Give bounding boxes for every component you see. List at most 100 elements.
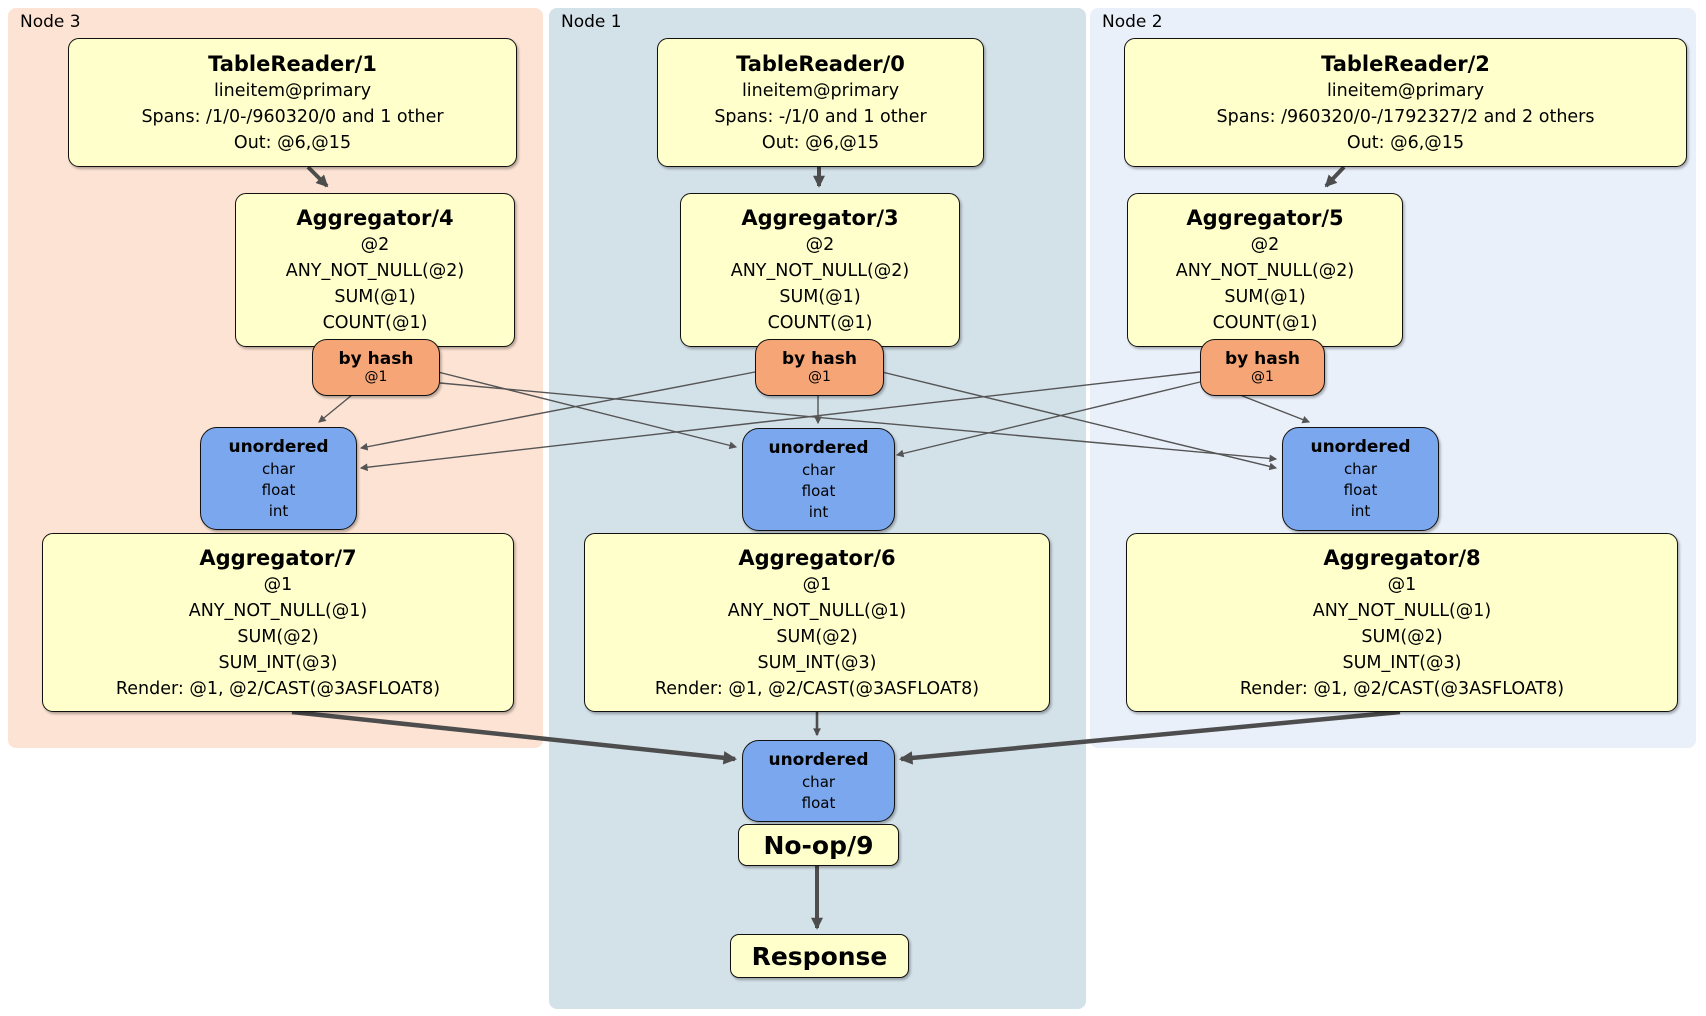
box-line: lineitem@primary [741, 80, 900, 101]
unordered-sync-node1: unordered char float int [742, 428, 895, 531]
by-hash-router-node3: by hash @1 [312, 339, 440, 396]
tablereader-1-box: TableReader/1 lineitem@primary Spans: /1… [68, 38, 517, 167]
router-stream: @1 [364, 369, 388, 385]
sync-column: char [1343, 460, 1378, 478]
router-label: by hash [1225, 349, 1300, 369]
box-line: @1 [263, 574, 293, 595]
unordered-sync-node2: unordered char float int [1282, 427, 1439, 531]
edge-hash1router-sync-node3 [359, 371, 756, 451]
box-line: lineitem@primary [1326, 80, 1485, 101]
edge-hash2router-sync-node1 [895, 381, 1201, 458]
edge-hash2router-sync-node2 [1239, 394, 1311, 424]
edge-aggregator7-final-sync [291, 709, 738, 765]
sync-column: float [261, 480, 296, 499]
box-line: ANY_NOT_NULL(@2) [1175, 261, 1355, 281]
box-line: @2 [1250, 235, 1280, 255]
sync-column: float [801, 793, 836, 812]
edge-tablereader2-aggregator5 [1324, 165, 1346, 188]
box-line: ANY_NOT_NULL(@2) [730, 261, 910, 281]
box-line: COUNT(@1) [767, 313, 873, 333]
aggregator-5-box: Aggregator/5 @2 ANY_NOT_NULL(@2) SUM(@1)… [1127, 193, 1403, 347]
tablereader-2-box: TableReader/2 lineitem@primary Spans: /9… [1124, 38, 1687, 167]
box-line: Spans: /960320/0-/1792327/2 and 2 others [1216, 106, 1595, 127]
sync-column: int [1350, 502, 1371, 520]
edge-hash2router-sync-node3 [359, 371, 1201, 472]
sync-label: unordered [768, 749, 869, 770]
box-line: Render: @1, @2/CAST(@3ASFLOAT8) [1239, 678, 1565, 699]
box-title: Aggregator/3 [741, 206, 899, 230]
sync-label: unordered [1310, 437, 1411, 457]
box-title: Aggregator/5 [1186, 206, 1344, 230]
box-line: SUM(@2) [776, 626, 858, 647]
node3-region-label: Node 3 [20, 12, 81, 32]
edge-hash3router-sync-node1 [437, 371, 738, 450]
box-line: ANY_NOT_NULL(@1) [1312, 600, 1492, 621]
sync-column: float [801, 481, 836, 500]
sync-label: unordered [768, 437, 869, 458]
box-title: Aggregator/8 [1323, 545, 1481, 570]
sync-column: int [808, 502, 829, 521]
sync-column: int [268, 501, 289, 520]
edge-hash1router-sync-node2 [881, 371, 1278, 471]
aggregator-3-box: Aggregator/3 @2 ANY_NOT_NULL(@2) SUM(@1)… [680, 193, 960, 347]
aggregator-4-box: Aggregator/4 @2 ANY_NOT_NULL(@2) SUM(@1)… [235, 193, 515, 347]
box-title: Aggregator/6 [738, 545, 896, 570]
box-line: Render: @1, @2/CAST(@3ASFLOAT8) [115, 678, 441, 699]
box-line: Render: @1, @2/CAST(@3ASFLOAT8) [654, 678, 980, 699]
aggregator-7-box: Aggregator/7 @1 ANY_NOT_NULL(@1) SUM(@2)… [42, 533, 514, 712]
edge-aggregator8-final-sync [898, 709, 1401, 765]
edge-hash3router-sync-node2 [439, 382, 1278, 463]
sync-column: float [1343, 481, 1378, 499]
sync-column: char [801, 460, 836, 479]
box-line: Spans: /1/0-/960320/0 and 1 other [141, 106, 444, 127]
box-line: COUNT(@1) [322, 313, 428, 333]
by-hash-router-node2: by hash @1 [1200, 339, 1325, 396]
box-title: TableReader/1 [208, 51, 377, 76]
box-title: Response [751, 941, 888, 971]
box-line: @2 [805, 235, 835, 255]
tablereader-0-box: TableReader/0 lineitem@primary Spans: -/… [657, 38, 984, 167]
node1-region-label: Node 1 [561, 12, 622, 32]
sync-column: char [801, 772, 836, 791]
box-title: Aggregator/7 [199, 545, 357, 570]
response-box: Response [730, 934, 909, 978]
box-line: lineitem@primary [213, 80, 372, 101]
sync-label: unordered [228, 436, 329, 457]
router-label: by hash [782, 349, 857, 369]
edge-hash3router-sync-node3 [318, 394, 353, 423]
box-line: SUM_INT(@3) [218, 652, 338, 673]
router-stream: @1 [808, 369, 831, 385]
box-title: TableReader/0 [736, 51, 905, 76]
box-line: SUM_INT(@3) [1342, 652, 1462, 673]
aggregator-8-box: Aggregator/8 @1 ANY_NOT_NULL(@1) SUM(@2)… [1126, 533, 1678, 712]
router-label: by hash [338, 349, 414, 369]
box-line: SUM(@2) [237, 626, 319, 647]
edge-tablereader1-aggregator4 [306, 165, 329, 188]
box-line: ANY_NOT_NULL(@1) [188, 600, 368, 621]
final-unordered-sync: unordered char float [742, 740, 895, 822]
by-hash-router-node1: by hash @1 [755, 339, 884, 396]
box-title: TableReader/2 [1321, 51, 1490, 76]
router-stream: @1 [1251, 369, 1274, 385]
box-line: Out: @6,@15 [233, 132, 352, 153]
node2-region-label: Node 2 [1102, 12, 1163, 32]
unordered-sync-node3: unordered char float int [200, 427, 357, 530]
box-line: ANY_NOT_NULL(@1) [727, 600, 907, 621]
box-line: @2 [360, 235, 390, 255]
aggregator-6-box: Aggregator/6 @1 ANY_NOT_NULL(@1) SUM(@2)… [584, 533, 1050, 712]
box-line: SUM(@1) [1224, 287, 1306, 307]
box-line: SUM(@2) [1361, 626, 1443, 647]
box-line: COUNT(@1) [1212, 313, 1318, 333]
box-line: Spans: -/1/0 and 1 other [714, 106, 927, 127]
sync-column: char [261, 459, 296, 478]
box-line: ANY_NOT_NULL(@2) [285, 261, 465, 281]
box-title: Aggregator/4 [296, 206, 454, 230]
box-line: Out: @6,@15 [1346, 132, 1465, 153]
box-line: SUM(@1) [334, 287, 416, 307]
box-title: No-op/9 [763, 830, 874, 860]
box-line: @1 [802, 574, 832, 595]
box-line: SUM_INT(@3) [757, 652, 877, 673]
box-line: SUM(@1) [779, 287, 861, 307]
